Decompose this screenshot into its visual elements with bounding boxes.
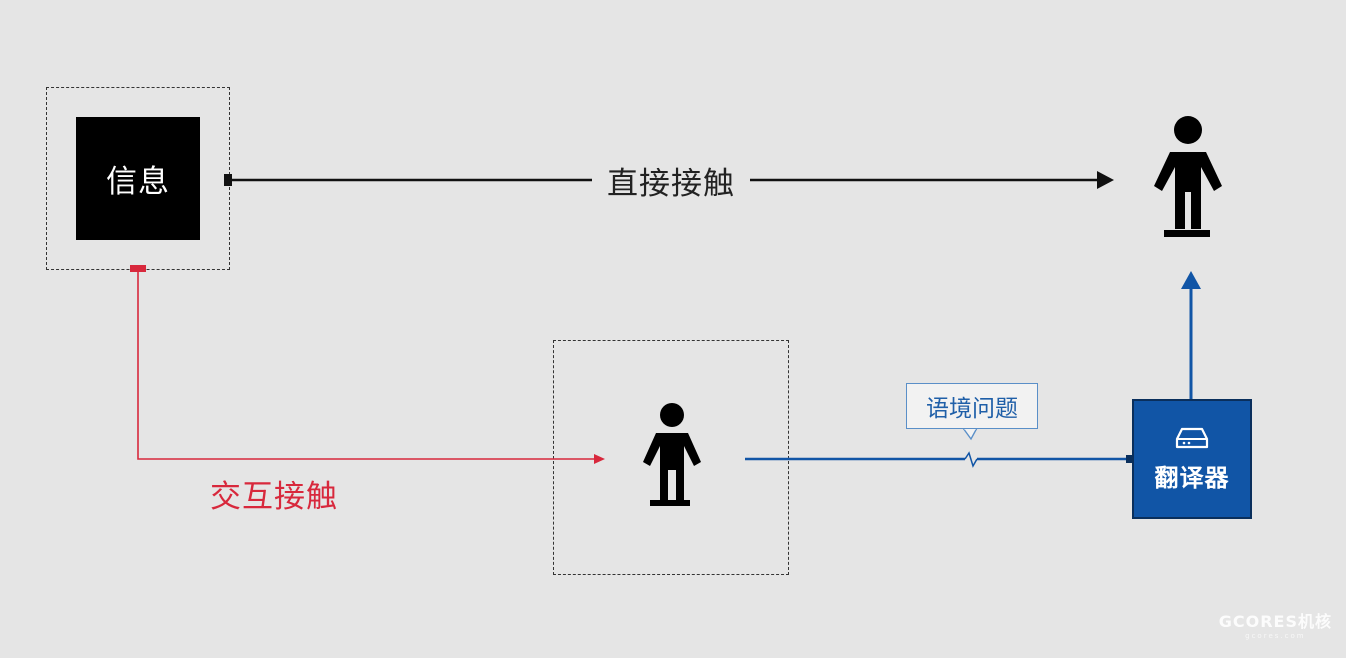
info-node: 信息 <box>76 117 200 240</box>
watermark-brand: GCORES机核 <box>1218 612 1332 631</box>
direct-contact-label: 直接接触 <box>592 158 750 202</box>
context-problem-label: 语境问题 <box>906 383 1038 429</box>
person-icon <box>643 403 701 506</box>
translation-line <box>745 451 1133 468</box>
watermark-url: gcores.com <box>1245 632 1306 640</box>
info-label: 信息 <box>106 164 170 200</box>
context-pointer <box>961 427 979 441</box>
interactive-arrow <box>130 265 605 464</box>
translator-node: 翻译器 <box>1132 399 1252 519</box>
drive-icon <box>1175 427 1209 448</box>
interactive-contact-label: 交互接触 <box>210 479 338 515</box>
translator-label: 翻译器 <box>1154 463 1230 492</box>
person-icon <box>1154 116 1222 237</box>
watermark-logo: GCORES机核 gcores.com <box>1219 608 1332 640</box>
output-arrow <box>1181 271 1201 399</box>
intermediary-frame <box>553 340 789 575</box>
